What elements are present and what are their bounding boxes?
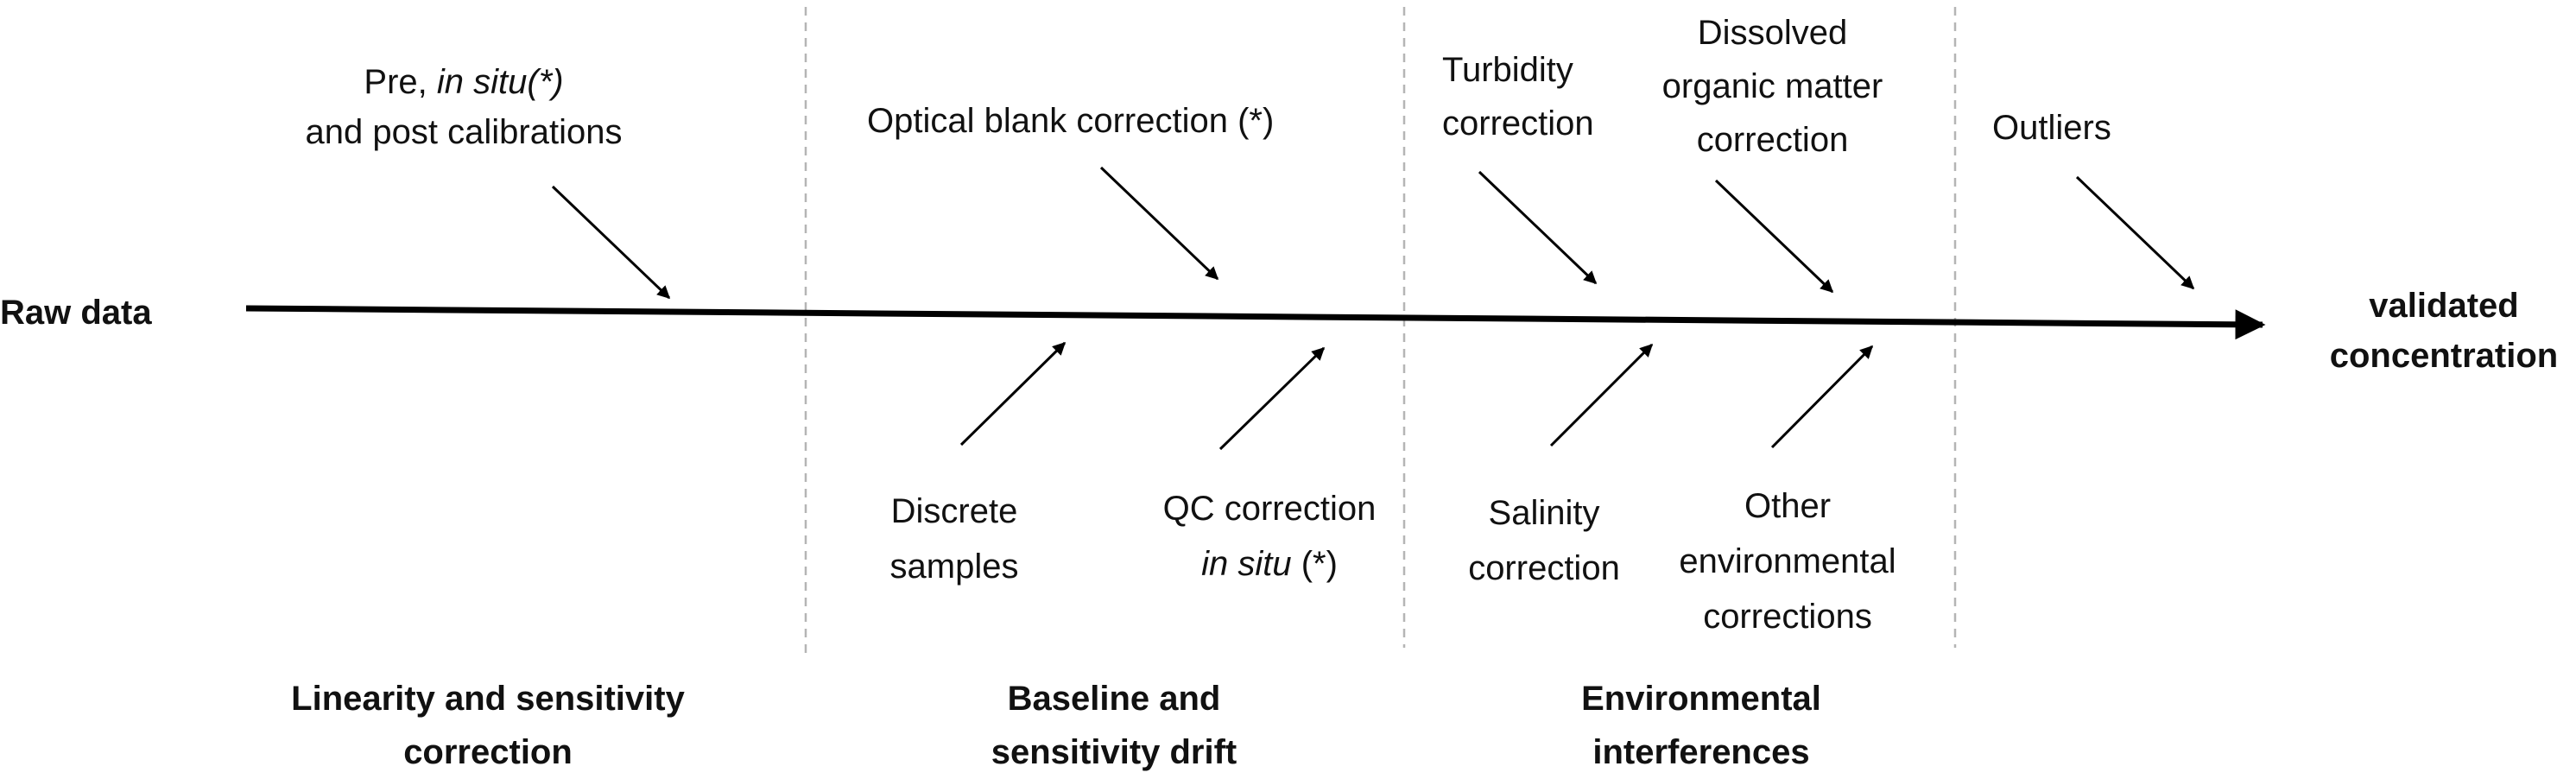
group-environmental-label: Environmental interferences bbox=[1554, 672, 1848, 779]
group-baseline-line-1: Baseline and bbox=[1007, 680, 1221, 718]
main-spine-arrow bbox=[245, 305, 2266, 340]
branch-other-env bbox=[1770, 345, 1874, 449]
other-env-text: Other bbox=[1744, 487, 1832, 525]
branch-salinity bbox=[1549, 343, 1654, 447]
salinity-correction-label: Salinity correction bbox=[1449, 485, 1639, 596]
group-baseline-label: Baseline and sensitivity drift bbox=[950, 672, 1278, 779]
raw-data-label: Raw data bbox=[0, 294, 152, 332]
discrete-samples-text: samples bbox=[889, 548, 1019, 586]
optical-blank-line-1: Optical blank correction (*) bbox=[867, 95, 1274, 147]
other-env-line-3: corrections bbox=[1654, 589, 1921, 644]
outliers-label: Outliers bbox=[1992, 102, 2111, 154]
optical-blank-text: Optical blank correction (*) bbox=[867, 102, 1275, 140]
end-label-line-1: validated bbox=[2369, 287, 2519, 325]
calibrations-text: and post calibrations bbox=[305, 113, 623, 151]
branch-outliers bbox=[2075, 175, 2195, 290]
dom-text: correction bbox=[1696, 121, 1849, 159]
qc-correction-label: QC correction in situ (*) bbox=[1140, 481, 1399, 592]
salinity-line-2: correction bbox=[1449, 541, 1639, 596]
qc-correction-text: QC correction bbox=[1162, 490, 1377, 528]
turbidity-line-1: Turbidity bbox=[1442, 43, 1594, 97]
dom-line-2: organic matter bbox=[1641, 60, 1904, 113]
discrete-samples-text: Discrete bbox=[890, 492, 1018, 530]
optical-blank-correction-label: Optical blank correction (*) bbox=[867, 95, 1274, 147]
dom-text: Dissolved bbox=[1697, 14, 1848, 52]
branch-optical-blank bbox=[1099, 166, 1219, 281]
turbidity-line-2: correction bbox=[1442, 97, 1594, 150]
dom-line-3: correction bbox=[1641, 113, 1904, 167]
branch-dom bbox=[1714, 179, 1834, 294]
branch-discrete-samples bbox=[959, 341, 1066, 446]
dom-correction-label: Dissolved organic matter correction bbox=[1641, 6, 1904, 167]
qc-correction-line-2: in situ (*) bbox=[1140, 536, 1399, 592]
qc-correction-text: in situ bbox=[1201, 545, 1292, 583]
group-linearity-line-1: Linearity and sensitivity bbox=[291, 680, 685, 718]
other-env-line-2: environmental bbox=[1654, 534, 1921, 589]
calibrations-line-1: Pre, in situ(*) bbox=[265, 57, 662, 107]
calibrations-text: in situ(*) bbox=[436, 63, 564, 101]
group-baseline-line-2: sensitivity drift bbox=[991, 733, 1237, 771]
discrete-samples-label: Discrete samples bbox=[859, 484, 1049, 594]
dom-text: organic matter bbox=[1661, 67, 1883, 105]
group-environmental-line-1: Environmental bbox=[1581, 680, 1821, 718]
group-environmental-line-2: interferences bbox=[1592, 733, 1810, 771]
qc-correction-text: (*) bbox=[1291, 545, 1338, 583]
calibrations-line-2: and post calibrations bbox=[265, 107, 662, 157]
salinity-text: correction bbox=[1468, 549, 1620, 587]
outliers-line-1: Outliers bbox=[1992, 102, 2111, 154]
turbidity-text: Turbidity bbox=[1442, 51, 1573, 89]
branch-turbidity bbox=[1478, 170, 1598, 285]
salinity-text: Salinity bbox=[1488, 494, 1600, 532]
salinity-line-1: Salinity bbox=[1449, 485, 1639, 541]
discrete-samples-line-2: samples bbox=[859, 539, 1049, 594]
calibrations-label: Pre, in situ(*) and post calibrations bbox=[265, 57, 662, 157]
outliers-text: Outliers bbox=[1992, 109, 2111, 147]
other-env-text: environmental bbox=[1679, 542, 1896, 580]
group-linearity-label: Linearity and sensitivity correction bbox=[250, 672, 725, 779]
other-env-text: corrections bbox=[1703, 598, 1872, 636]
other-env-line-1: Other bbox=[1654, 478, 1921, 534]
branch-calibrations bbox=[551, 185, 671, 300]
group-linearity-line-2: correction bbox=[403, 733, 573, 771]
turbidity-correction-label: Turbidity correction bbox=[1442, 43, 1594, 150]
end-label-line-2: concentration bbox=[2329, 337, 2559, 375]
other-environmental-corrections-label: Other environmental corrections bbox=[1654, 478, 1921, 644]
validated-concentration-label: validated concentration bbox=[2323, 281, 2565, 381]
branch-qc-correction bbox=[1218, 346, 1326, 451]
qc-correction-line-1: QC correction bbox=[1140, 481, 1399, 536]
turbidity-text: correction bbox=[1442, 104, 1594, 142]
dom-line-1: Dissolved bbox=[1641, 6, 1904, 60]
discrete-samples-line-1: Discrete bbox=[859, 484, 1049, 539]
calibrations-text: Pre, bbox=[364, 63, 437, 101]
